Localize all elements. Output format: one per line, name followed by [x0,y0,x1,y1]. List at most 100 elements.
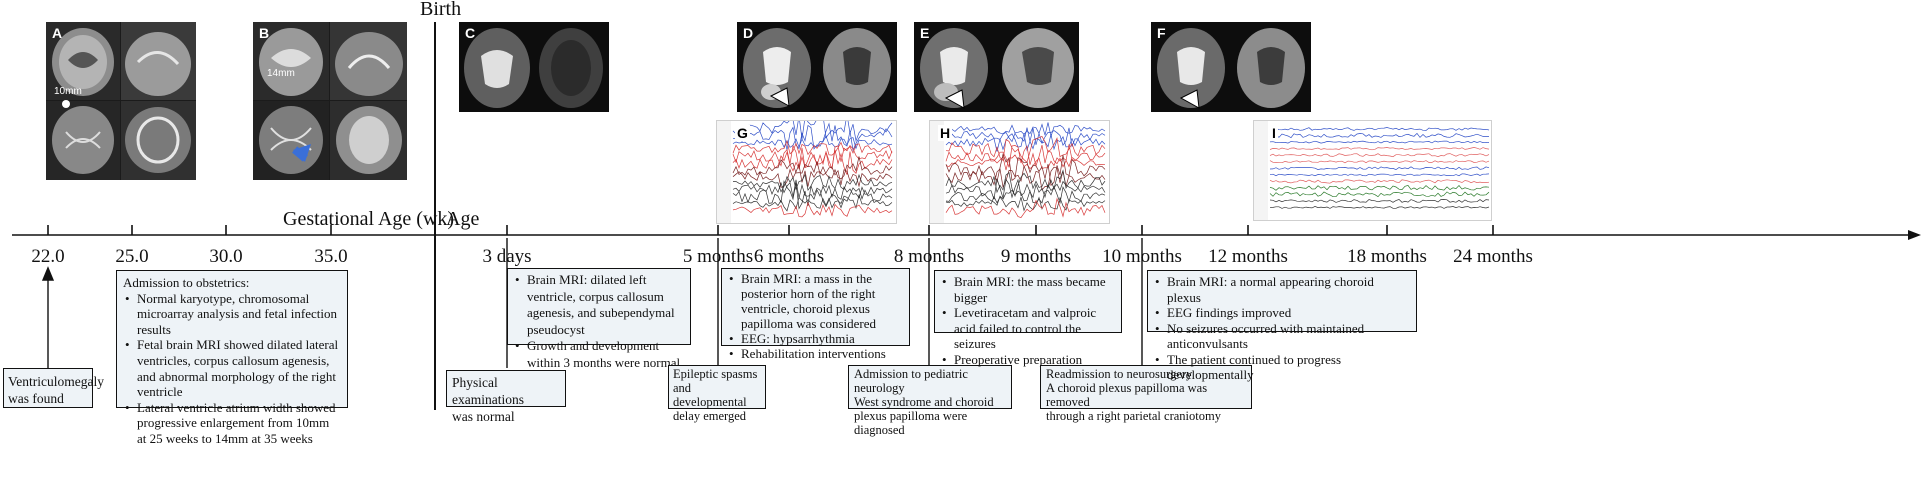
eeg-channel-strip [1254,121,1268,220]
mri-3-days-box: Brain MRI: dilated left ventricle, corpu… [507,268,691,370]
arrowhead-icon [1908,230,1921,240]
eeg-trace [732,122,893,152]
eeg-channel-strip [717,121,731,223]
list-item: Normal karyotype, chromosomal microarray… [123,291,341,338]
mri-5-months-list: Brain MRI: a mass in the posterior horn … [727,271,904,361]
eeg-trace [945,178,1106,200]
box-line: West syndrome and choroid [854,395,994,409]
eeg-trace [1269,132,1489,139]
list-item: Brain MRI: dilated left ventricle, corpu… [513,272,685,338]
list-item: Lateral ventricle atrium width showed pr… [123,400,341,447]
mri-panel-b: B 14mm [253,22,407,180]
eeg-trace [945,197,1106,219]
list-item: No seizures occurred with maintained ant… [1153,321,1411,352]
mri-8-months-list: Brain MRI: the mass became bigger Leveti… [940,274,1116,367]
list-item: Growth and development within 3 months w… [513,338,685,371]
tick-22: 22.0 [31,246,65,267]
eeg-trace [1269,206,1490,209]
eeg-trace [1269,166,1490,170]
age-label: Age [446,208,480,230]
box-line: Epileptic spasms [673,367,758,381]
eeg-trace [1269,147,1490,151]
eeg-trace [1269,173,1490,177]
eeg-trace [1269,140,1490,144]
tick-35: 35.0 [314,246,348,267]
tick-25: 25.0 [115,246,149,267]
eeg-trace [732,156,893,180]
list-item: Preoperative preparation [940,352,1116,368]
eeg-panel-g: G [716,120,897,224]
eeg-trace [732,139,893,156]
panel-letter-e: E [920,25,930,41]
tick-24-months: 24 months [1453,246,1533,267]
mri-3-days-list: Brain MRI: dilated left ventricle, corpu… [513,272,685,371]
mri-panel-f: F [1151,22,1311,112]
gestational-age-label: Gestational Age (wk) [283,208,455,230]
eeg-trace [945,122,1106,138]
eeg-trace [945,185,1106,206]
spasms-box: Epileptic spasms and developmental delay… [668,365,766,423]
tick-30: 30.0 [209,246,243,267]
physical-exam-box: Physical examinations was normal [446,370,566,424]
eeg-trace [1269,179,1490,184]
ventriculomegaly-box: Ventriculomegaly was found [3,368,104,408]
mri-10-months-list: Brain MRI: a normal appearing choroid pl… [1153,274,1411,383]
box-line: Ventriculomegaly [8,374,104,389]
mri-panel-d: D [737,22,897,112]
eeg-channel-strip [930,121,944,223]
eeg-trace [732,149,893,175]
mri-panel-a: A 10mm [46,22,196,180]
eeg-trace [945,135,1106,163]
panel-letter-f: F [1157,25,1166,41]
panel-letter-a: A [52,25,63,41]
list-item: Levetiracetam and valproic acid failed t… [940,305,1116,352]
eeg-trace [1269,191,1490,198]
eeg-trace [1269,160,1490,164]
eeg-trace [945,165,1106,191]
white-arrow-icon [944,89,965,109]
eeg-trace [732,121,893,143]
list-item: Brain MRI: a normal appearing choroid pl… [1153,274,1411,305]
mri-panel-e: E [914,22,1079,112]
list-item: Fetal brain MRI showed dilated lateral v… [123,337,341,399]
eeg-trace [945,144,1106,168]
mri-8-months-box: Brain MRI: the mass became bigger Leveti… [934,270,1122,367]
list-item: EEG: hypsarrhythmia [727,331,904,346]
eeg-trace [945,154,1106,171]
eeg-trace [1269,198,1490,203]
box-line: and developmental [673,381,747,409]
panel-letter-i: I [1270,125,1278,141]
pediatric-neurology-box: Admission to pediatric neurology West sy… [848,365,1012,437]
tick-6-months: 6 months [753,246,825,267]
eeg-trace [1269,184,1490,191]
tick-12-months: 12 months [1208,246,1288,267]
timeline-axis [12,225,1921,240]
eeg-trace [945,127,1106,148]
box-line: delay emerged [673,409,746,423]
mri-panel-c: C [459,22,609,112]
list-item: The patient continued to progress develo… [1153,352,1411,383]
white-arrow-icon [1179,89,1200,109]
tick-9-months: 9 months [1000,246,1072,267]
eeg-trace [945,133,1106,152]
panel-b-annotation: 14mm [267,68,295,79]
eeg-trace [732,180,893,210]
eeg-traces-i [1254,121,1490,220]
panel-letter-h: H [938,125,953,141]
panel-letter-g: G [735,125,750,141]
panel-letter-c: C [465,25,476,41]
tick-18-months: 18 months [1347,246,1427,267]
eeg-trace [1269,153,1490,158]
panel-a-annotation: 10mm [54,86,82,97]
eeg-trace [945,195,1106,212]
obstetrics-list: Normal karyotype, chromosomal microarray… [123,291,341,447]
box-line: was found [8,391,64,406]
eeg-trace [732,201,893,218]
white-arrow-icon [769,87,790,107]
box-line: Admission to pediatric neurology [854,367,968,395]
list-item: Rehabilitation interventions [727,346,904,361]
list-item: EEG findings improved [1153,305,1411,321]
box-line: was normal [452,409,515,424]
box-line: through a right parietal craniotomy [1046,409,1221,423]
eeg-trace [1269,127,1490,131]
